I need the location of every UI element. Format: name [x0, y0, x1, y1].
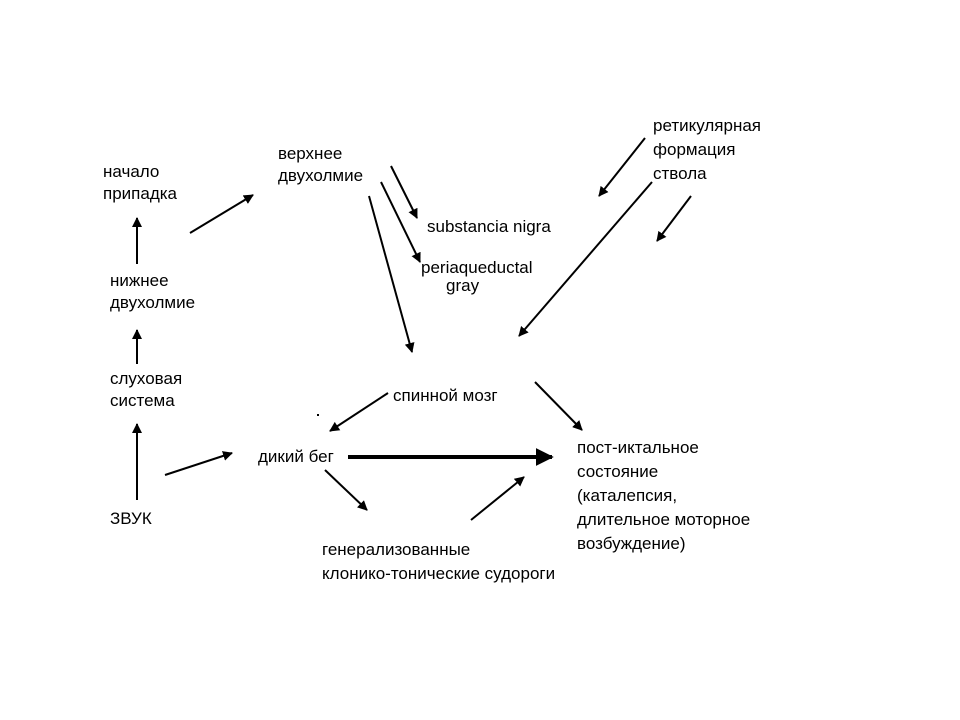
arrow-spinal-cord-to-wild-running [329, 392, 389, 432]
arrow-reticular-formation-short-upper [598, 137, 646, 197]
node-seizure-onset: начало припадка [103, 162, 178, 203]
node-periaqueductal-gray: periaqueductal gray [421, 258, 533, 295]
node-superior-colliculus: верхнее двухолмие [278, 144, 364, 185]
node-postictal-state: пост-иктальное состояние (каталепсия, дл… [577, 438, 751, 553]
node-inferior-colliculus: нижнее двухолмие [110, 271, 196, 312]
arrow-seizure-onset-to-superior-colliculus [189, 194, 254, 234]
arrow-reticular-formation-long [518, 181, 653, 337]
stray-dot [317, 414, 319, 416]
arrow-reticular-formation-short-lower [656, 195, 692, 242]
arrow-wild-running-to-generalized-seizures [324, 469, 368, 511]
node-wild-running: дикий бег [258, 447, 334, 466]
node-sound: ЗВУК [110, 509, 152, 528]
node-generalized-seizures: генерализованные клонико-тонические судо… [322, 540, 556, 583]
arrow-superior-colliculus-to-periaqueductal-gray [380, 181, 421, 263]
arrow-superior-colliculus-to-downstream [368, 195, 415, 353]
node-substantia-nigra: substancia nigra [427, 217, 551, 236]
arrow-to-postictal-state [534, 381, 583, 431]
arrow-sound-to-wild-running [164, 451, 233, 476]
arrow-superior-colliculus-to-substantia-nigra [390, 165, 418, 219]
node-reticular-formation: ретикулярная формация ствола [653, 116, 762, 183]
node-auditory-system: слуховая система [110, 369, 183, 410]
node-spinal-cord: спинной мозг [393, 386, 498, 405]
arrow-generalized-seizures-to-postictal [470, 476, 525, 521]
